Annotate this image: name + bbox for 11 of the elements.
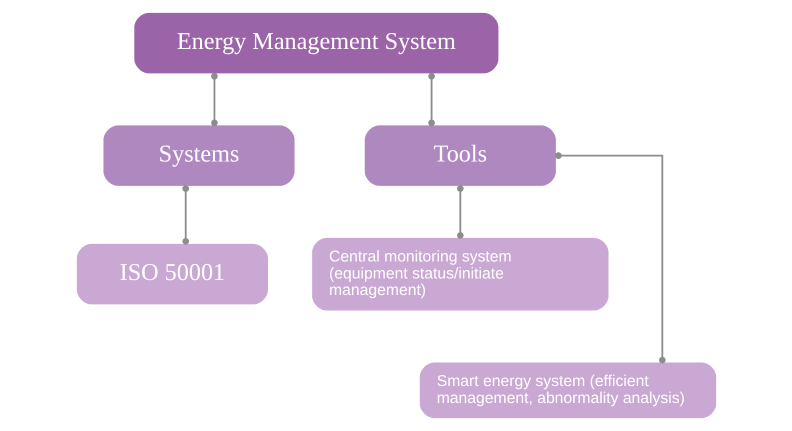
node-box: Tools [364, 125, 556, 186]
node-box: ISO 50001 [76, 244, 268, 304]
connector [554, 152, 666, 364]
connector [456, 185, 464, 239]
node-box: Central monitoring system (equipment status/initiate management) [312, 238, 608, 310]
connector [210, 72, 218, 126]
node-box: Smart energy system (efficient management, abnormality analysis) [419, 362, 716, 418]
connector [182, 185, 189, 245]
node-box: Energy Management System [134, 12, 498, 74]
connector [428, 72, 434, 126]
node-box: Systems [102, 125, 294, 186]
